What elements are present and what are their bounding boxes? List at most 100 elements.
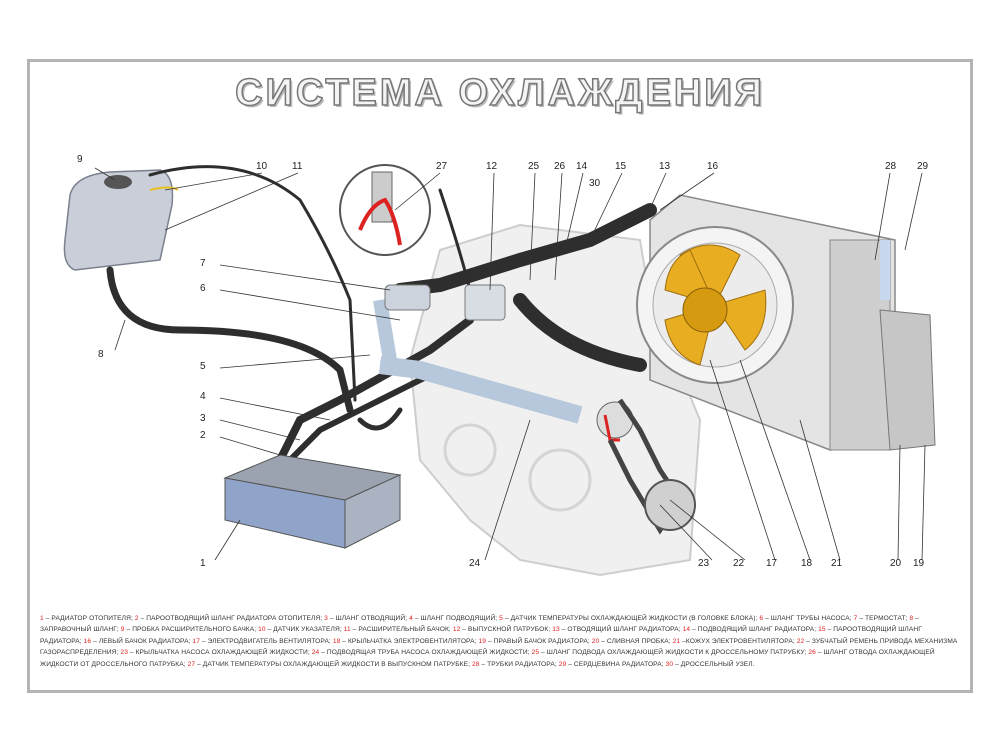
legend-text: – Дроссельный узел. xyxy=(673,660,755,668)
legend-number: 5 xyxy=(499,615,503,622)
legend-text: – Датчик температуры охлаждающей жидкост… xyxy=(502,615,760,622)
legend-number: 7 xyxy=(853,615,858,622)
legend-text: – Шланг подводящий; xyxy=(412,615,500,622)
callout-2: 2 xyxy=(200,430,206,441)
legend-number: 11 xyxy=(343,626,351,634)
callout-6: 6 xyxy=(200,283,206,294)
callout-23: 23 xyxy=(698,558,710,569)
callout-7: 7 xyxy=(200,258,206,269)
poster-title: СИСТЕМА ОХЛАЖДЕНИЯ xyxy=(234,71,765,115)
callout-18: 18 xyxy=(801,558,813,569)
legend-number: 9 xyxy=(120,626,125,634)
leader-lines xyxy=(94,167,926,561)
legend-number: 25 xyxy=(531,649,540,657)
legend-number: 15 xyxy=(818,626,826,634)
hoses xyxy=(106,165,657,464)
callout-14: 14 xyxy=(576,161,588,172)
outlet-pipe xyxy=(464,284,506,321)
legend-text: – Шланг трубы насоса; xyxy=(763,615,854,622)
callout-17: 17 xyxy=(766,558,778,569)
legend-number: 24 xyxy=(311,649,320,657)
legend-text: – Радиатор отопителя; xyxy=(43,615,135,622)
expansion-tank xyxy=(63,169,179,271)
callout-12: 12 xyxy=(486,161,498,172)
legend-text: – Шланг отводящий; xyxy=(327,615,410,622)
legend-number: 29 xyxy=(558,660,567,668)
legend-text: – Электродвигатель вентилятора; xyxy=(200,637,333,645)
legend-number: 10 xyxy=(258,626,266,634)
legend-text: – Датчик указателя; xyxy=(265,626,344,634)
legend-text: – Шланг отвода охлаждающей жидкости от д… xyxy=(40,649,935,668)
legend-number: 20 xyxy=(591,637,600,645)
legend-text: – Крыльчатка насоса охлаждающей жидкости… xyxy=(127,649,312,657)
legend-text: – Шланг подвода охлаждающей жидкости к д… xyxy=(539,649,809,657)
callout-4: 4 xyxy=(200,391,206,402)
legend-text: – Зубчатый ремень привода механизма газо… xyxy=(40,637,958,657)
callout-3: 3 xyxy=(200,413,206,424)
legend-text: – Пароотводящий шланг радиатора отопител… xyxy=(138,615,325,622)
legend-number: 16 xyxy=(83,637,92,645)
legend-number: 21 xyxy=(672,637,681,645)
callout-5: 5 xyxy=(200,361,206,372)
legend-number: 2 xyxy=(134,615,139,622)
legend-text: – Сердцевина радиатора; xyxy=(566,660,666,668)
legend-number: 30 xyxy=(665,660,674,668)
legend-number: 17 xyxy=(192,637,200,645)
pump-pipe xyxy=(378,356,583,424)
legend-text: – Заправочный шланг; xyxy=(40,615,919,634)
callout-10: 10 xyxy=(256,161,268,172)
legend-text: – Датчик температуры охлаждающей жидкост… xyxy=(195,660,472,668)
callout-11: 11 xyxy=(292,161,303,172)
legend-number: 1 xyxy=(40,615,44,622)
thermostat xyxy=(384,284,431,311)
callout-16: 16 xyxy=(707,161,719,172)
callout-13: 13 xyxy=(659,161,671,172)
sensor-inset xyxy=(339,164,431,256)
callout-28: 28 xyxy=(885,161,897,172)
legend-text: –Кожух электровентилятора; xyxy=(680,637,797,645)
legend: 1 – Радиатор отопителя; 2 – Пароотводящи… xyxy=(40,613,965,670)
crank-pulley xyxy=(644,479,696,531)
legend-number: 23 xyxy=(120,649,128,657)
callout-8: 8 xyxy=(98,349,104,360)
legend-number: 8 xyxy=(909,615,914,622)
legend-text: – Отводящий шланг радиатора; xyxy=(559,626,683,634)
legend-text: – Пароотводящий шланг радиатора; xyxy=(40,626,922,645)
callout-20: 20 xyxy=(890,558,902,569)
legend-number: 18 xyxy=(332,637,341,645)
legend-number: 3 xyxy=(324,615,328,622)
callout-26: 26 xyxy=(554,161,566,172)
legend-text: – Подводящий шланг радиатора; xyxy=(690,626,819,634)
callout-30: 30 xyxy=(589,178,601,189)
legend-text: – Левый бачок радиатора; xyxy=(91,637,193,645)
legend-text: – Трубки радиатора; xyxy=(479,660,559,668)
callout-19: 19 xyxy=(913,558,925,569)
legend-text: – Выпускной патрубок; xyxy=(460,626,553,634)
legend-text: – Термостат; xyxy=(857,615,910,622)
legend-text: – Расширительный бачок; xyxy=(350,626,453,634)
callout-29: 29 xyxy=(917,161,929,172)
legend-number: 26 xyxy=(808,649,816,657)
callout-1: 1 xyxy=(200,558,206,569)
callout-22: 22 xyxy=(733,558,745,569)
legend-number: 13 xyxy=(552,626,560,634)
legend-number: 19 xyxy=(478,637,487,645)
callout-27: 27 xyxy=(436,161,448,172)
legend-number: 4 xyxy=(409,615,413,622)
legend-number: 12 xyxy=(452,626,461,634)
legend-number: 22 xyxy=(796,637,805,645)
legend-number: 14 xyxy=(682,626,691,634)
legend-number: 28 xyxy=(471,660,480,668)
legend-text: – Сливная пробка; xyxy=(599,637,673,645)
legend-text: – Крыльчатка электровентилятора; xyxy=(340,637,479,645)
legend-text: – Пробка расширительного бачка; xyxy=(124,626,259,634)
legend-number: 6 xyxy=(759,615,764,622)
legend-number: 27 xyxy=(187,660,196,668)
callout-24: 24 xyxy=(469,558,481,569)
fan xyxy=(636,226,794,384)
callout-9: 9 xyxy=(77,154,83,165)
legend-text: – Правый бачок радиатора; xyxy=(486,637,592,645)
callout-15: 15 xyxy=(615,161,627,172)
callout-21: 21 xyxy=(831,558,843,569)
